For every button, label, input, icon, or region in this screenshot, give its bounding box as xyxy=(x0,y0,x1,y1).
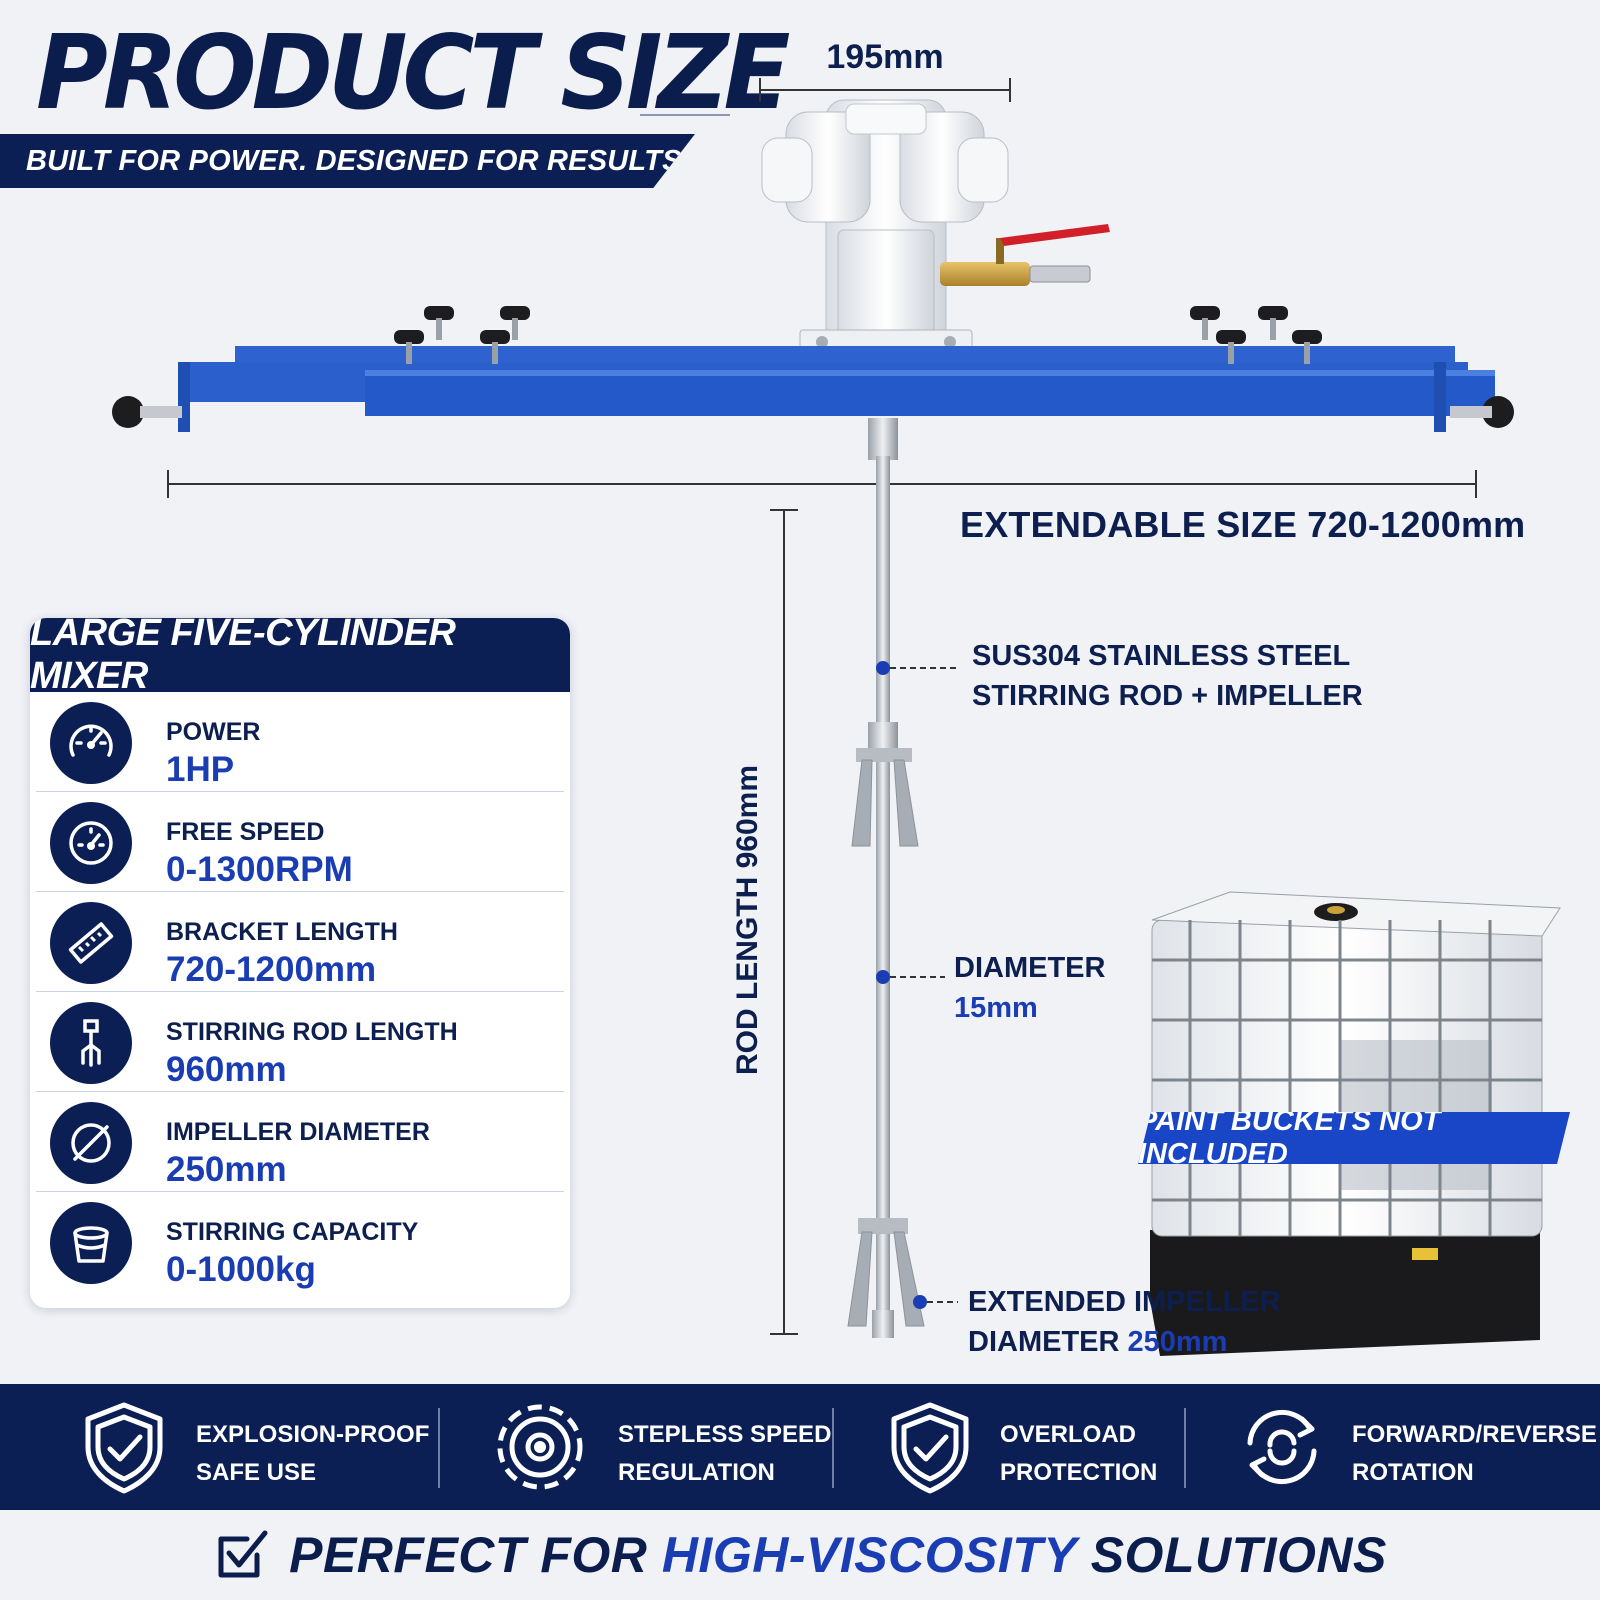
spec-row-stirring-capacity: STIRRING CAPACITY 0-1000kg xyxy=(36,1192,564,1291)
air-motor xyxy=(761,99,1110,357)
rod-diameter-value: 15mm xyxy=(954,992,1038,1024)
motor-width-label: 195mm xyxy=(826,38,944,76)
extendable-bracket xyxy=(112,306,1514,432)
footer-text: PERFECT FOR HIGH-VISCOSITY SOLUTIONS xyxy=(289,1526,1387,1584)
feature-explosion-proof-line1: EXPLOSION-PROOF xyxy=(196,1421,430,1448)
checkbox-icon xyxy=(218,1530,268,1578)
feature-forward-reverse-line2: ROTATION xyxy=(1352,1459,1474,1486)
title-underline xyxy=(640,114,730,116)
spec-value-stirring-capacity: 0-1000kg xyxy=(166,1250,316,1289)
spec-label-free-speed: FREE SPEED xyxy=(166,818,325,846)
spec-card: LARGE FIVE-CYLINDER MIXER POWER 1HP FREE… xyxy=(30,618,570,1308)
motor-width-dimension xyxy=(759,78,1011,102)
rod-material-callout: SUS304 STAINLESS STEEL STIRRING ROD + IM… xyxy=(972,636,1363,716)
not-included-text: PAINT BUCKETS NOT INCLUDED xyxy=(1138,1105,1441,1170)
feature-overload-protection-line1: OVERLOAD xyxy=(1000,1421,1137,1448)
impeller-line2: DIAMETER 250mm xyxy=(968,1322,1281,1362)
ruler-icon xyxy=(50,902,132,984)
spec-label-power: POWER xyxy=(166,718,261,746)
feature-overload-protection-text: OVERLOAD PROTECTION xyxy=(1000,1416,1157,1492)
feature-band: EXPLOSION-PROOF SAFE USE STEPLESS SPEED RE… xyxy=(0,1384,1600,1510)
footer-highlight: HIGH-VISCOSITY xyxy=(661,1527,1077,1583)
feature-overload-protection-line2: PROTECTION xyxy=(1000,1459,1158,1486)
footer-banner: PERFECT FOR HIGH-VISCOSITY SOLUTIONS xyxy=(0,1510,1600,1600)
rotate-arrows-icon xyxy=(1247,1409,1317,1485)
not-included-badge: PAINT BUCKETS NOT INCLUDED xyxy=(1138,1112,1570,1164)
stirring-rod xyxy=(847,418,925,1338)
spec-row-bracket-length: BRACKET LENGTH 720-1200mm xyxy=(36,892,564,992)
footer-prefix: PERFECT FOR xyxy=(289,1527,648,1583)
feature-explosion-proof-line2: SAFE USE xyxy=(196,1459,317,1486)
impeller-line2-value: 250mm xyxy=(1127,1326,1228,1358)
rod-diameter-callout: DIAMETER 15mm xyxy=(954,948,1105,1028)
feature-divider xyxy=(1184,1408,1186,1488)
rod-material-line2: STIRRING ROD + IMPELLER xyxy=(972,680,1363,712)
tagline-banner: BUILT FOR POWER. DESIGNED FOR RESULTS. xyxy=(0,134,695,188)
spec-card-title: LARGE FIVE-CYLINDER MIXER xyxy=(30,618,570,697)
extendable-size-label: EXTENDABLE SIZE 720-1200mm xyxy=(960,504,1526,545)
stirring-rod-icon xyxy=(50,1002,132,1084)
feature-explosion-proof-text: EXPLOSION-PROOF SAFE USE xyxy=(196,1416,429,1492)
feature-stepless-speed-line1: STEPLESS SPEED xyxy=(618,1421,832,1448)
impeller-line1: EXTENDED IMPELLER xyxy=(968,1286,1281,1318)
spec-value-free-speed: 0-1300RPM xyxy=(166,850,353,889)
bucket-icon xyxy=(50,1202,132,1284)
spec-value-power: 1HP xyxy=(166,750,235,789)
spec-row-rod-length: STIRRING ROD LENGTH 960mm xyxy=(36,992,564,1092)
impeller-callout: EXTENDED IMPELLER DIAMETER 250mm xyxy=(968,1282,1281,1362)
callout-leaders xyxy=(876,661,960,1309)
feature-forward-reverse-line1: FORWARD/REVERSE xyxy=(1352,1421,1597,1448)
spec-value-bracket-length: 720-1200mm xyxy=(166,950,377,989)
feature-divider xyxy=(832,1408,834,1488)
feature-stepless-speed-text: STEPLESS SPEED REGULATION xyxy=(618,1416,831,1492)
spec-label-bracket-length: BRACKET LENGTH xyxy=(166,918,398,946)
rod-diameter-label: DIAMETER xyxy=(954,952,1106,984)
rod-length-label: ROD LENGTH 960mm xyxy=(731,764,764,1076)
spec-row-impeller-diameter: IMPELLER DIAMETER 250mm xyxy=(36,1092,564,1192)
feature-forward-reverse-text: FORWARD/REVERSE ROTATION xyxy=(1352,1416,1597,1492)
page-title: PRODUCT SIZE xyxy=(36,13,790,134)
diameter-icon xyxy=(50,1102,132,1184)
speedometer-icon xyxy=(50,802,132,884)
spec-value-impeller-diameter: 250mm xyxy=(166,1150,287,1189)
spec-label-stirring-capacity: STIRRING CAPACITY xyxy=(166,1218,419,1246)
spec-row-power: POWER 1HP xyxy=(36,692,564,792)
impeller-line2-prefix: DIAMETER xyxy=(968,1326,1120,1358)
rod-length-dimension xyxy=(770,509,798,1335)
gear-icon xyxy=(497,1404,583,1490)
tagline-text: BUILT FOR POWER. DESIGNED FOR RESULTS. xyxy=(26,144,690,177)
shield-check-icon xyxy=(891,1402,969,1494)
spec-value-rod-length: 960mm xyxy=(166,1050,287,1089)
shield-check-icon xyxy=(85,1402,163,1494)
spec-label-rod-length: STIRRING ROD LENGTH xyxy=(166,1018,458,1046)
extendable-dimension xyxy=(167,470,1477,498)
spec-label-impeller-diameter: IMPELLER DIAMETER xyxy=(166,1118,430,1146)
feature-divider xyxy=(438,1408,440,1488)
feature-stepless-speed-line2: REGULATION xyxy=(618,1459,775,1486)
gauge-icon xyxy=(50,702,132,784)
rod-material-line1: SUS304 STAINLESS STEEL xyxy=(972,640,1351,672)
spec-row-free-speed: FREE SPEED 0-1300RPM xyxy=(36,792,564,892)
footer-suffix: SOLUTIONS xyxy=(1090,1527,1387,1583)
